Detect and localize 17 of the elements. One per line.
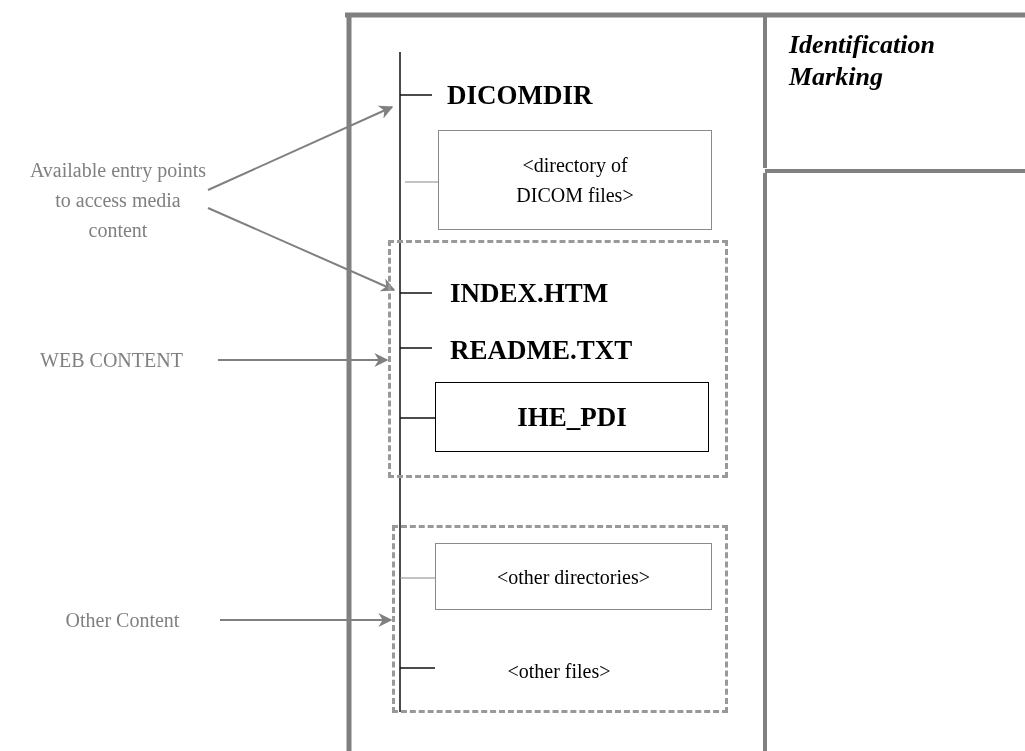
panel-title: Identification Marking <box>767 17 1025 169</box>
arrow <box>207 207 396 292</box>
directory-box: <other directories> <box>435 543 712 610</box>
annotation-text: Available entry points to access media content <box>28 155 208 250</box>
directory-box: <directory of DICOM files> <box>438 130 712 230</box>
dashed-group-box <box>392 525 728 713</box>
file-name: README.TXT <box>395 334 695 368</box>
file-name: <other files> <box>439 656 679 686</box>
annotation-text: WEB CONTENT <box>5 345 218 375</box>
file-name: INDEX.HTM <box>395 277 695 311</box>
directory-box: IHE_PDI <box>435 382 709 452</box>
dashed-group-box <box>388 240 728 478</box>
file-name: DICOMDIR <box>393 79 693 113</box>
arrow <box>207 105 394 191</box>
annotation-text: Other Content <box>25 605 220 635</box>
arrow <box>217 353 389 367</box>
arrow <box>219 613 393 627</box>
